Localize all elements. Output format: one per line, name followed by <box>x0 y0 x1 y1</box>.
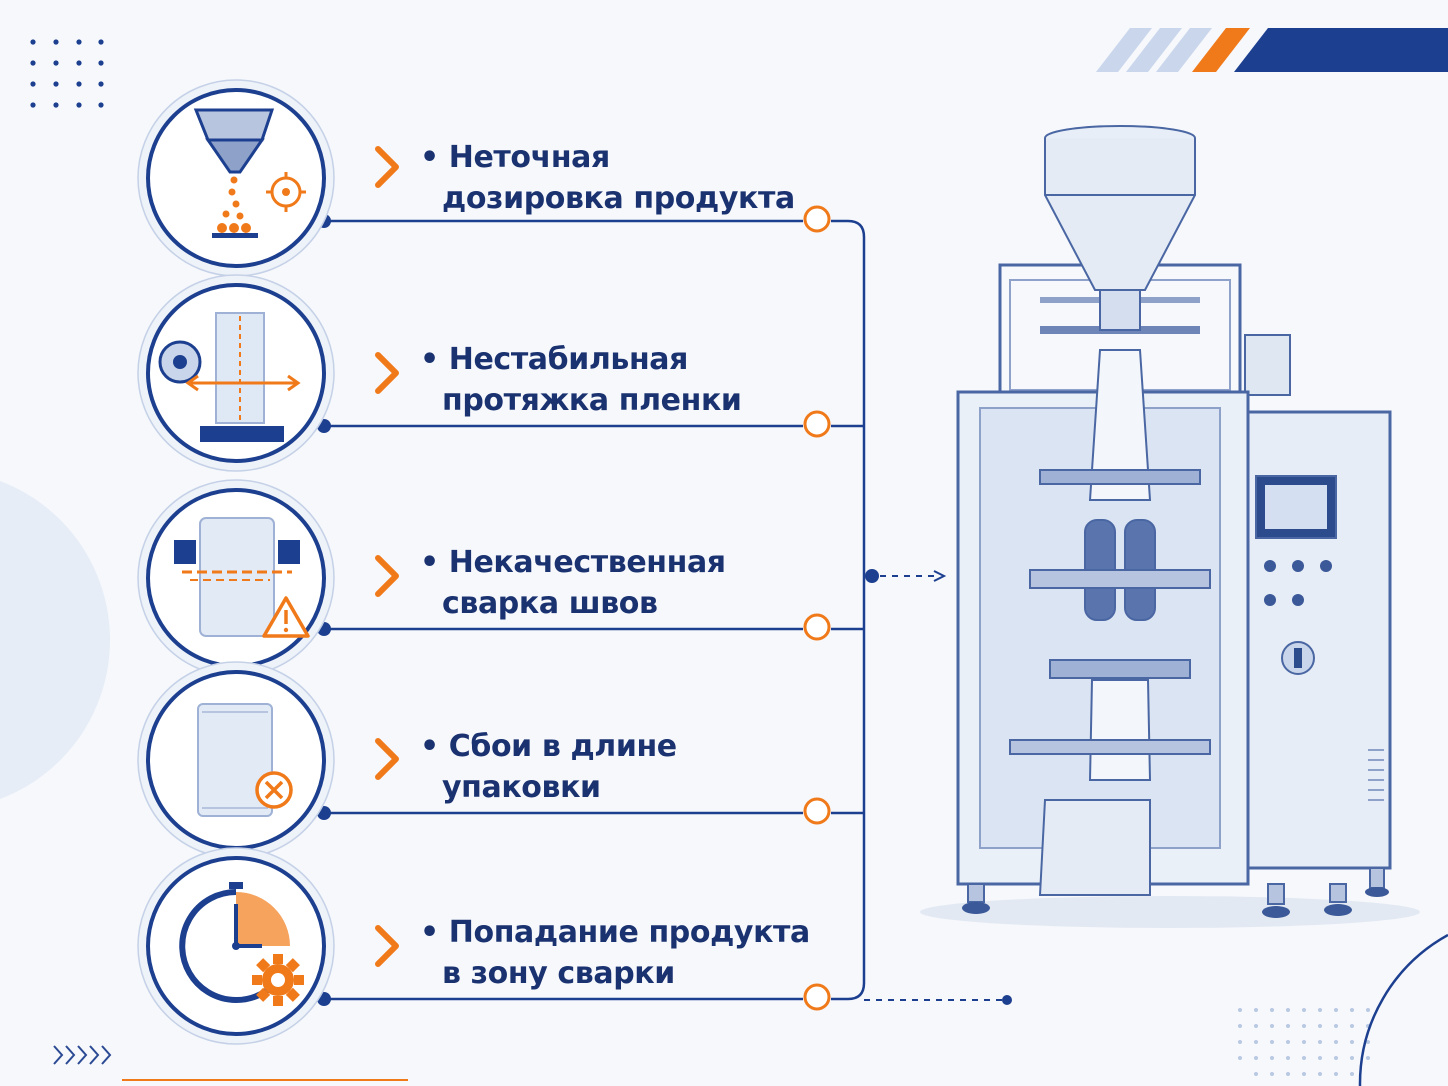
issue-item-3: • Некачественная сварка швов <box>420 542 820 624</box>
issue-item-2: • Нестабильная протяжка пленки <box>420 339 820 421</box>
issue-line1: Некачественная <box>448 545 726 580</box>
top-right-stripes <box>1096 28 1448 72</box>
decorative-circle <box>0 480 110 800</box>
issue-line2: протяжка пленки <box>442 383 742 418</box>
film-roll-icon <box>137 274 335 472</box>
seal-warning-icon <box>137 479 335 677</box>
dot-grid-bottom-right <box>1238 1008 1370 1076</box>
issue-line1: Неточная <box>448 140 610 175</box>
issue-line1: Сбои в длине <box>448 729 677 764</box>
package-error-icon <box>137 661 335 859</box>
orange-chevrons <box>375 146 399 967</box>
arrow-head-icon <box>933 570 947 582</box>
chevron-row-icon <box>53 1045 112 1065</box>
issue-line2: дозировка продукта <box>442 181 795 216</box>
issue-item-1: • Неточная дозировка продукта <box>420 137 820 219</box>
decorative-arc <box>1358 933 1448 1086</box>
connector-lines <box>324 219 866 1001</box>
packaging-machine-image <box>920 125 1420 928</box>
connector-rings <box>803 205 831 1011</box>
issue-item-5: • Попадание продукта в зону сварки <box>420 912 820 994</box>
clock-gear-icon <box>137 847 335 1045</box>
bullet: • <box>420 545 439 580</box>
bullet: • <box>420 342 439 377</box>
issue-line2: упаковки <box>442 770 601 805</box>
dot-grid-top-left <box>30 39 104 108</box>
issue-line1: Попадание продукта <box>448 915 810 950</box>
bullet: • <box>420 140 439 175</box>
issue-line2: в зону сварки <box>442 956 675 991</box>
issue-line1: Нестабильная <box>448 342 689 377</box>
bullet: • <box>420 729 439 764</box>
hopper-dosing-icon <box>137 79 335 277</box>
bullet: • <box>420 915 439 950</box>
issue-line2: сварка швов <box>442 586 658 621</box>
issue-item-4: • Сбои в длине упаковки <box>420 726 820 808</box>
